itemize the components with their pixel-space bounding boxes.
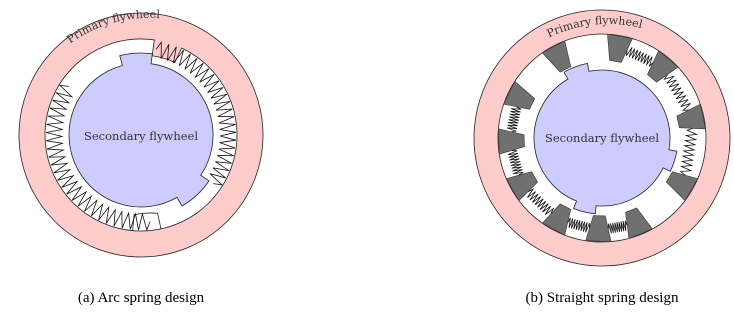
straight-spring xyxy=(663,74,691,112)
spring-seat xyxy=(541,203,572,236)
straight-spring xyxy=(567,217,590,233)
panel-straight-spring: Primary flywheel Secondary flywheel (b) … xyxy=(473,9,731,306)
arc-spring-right xyxy=(155,40,237,186)
seats-b xyxy=(498,33,706,242)
spring-seat xyxy=(647,50,679,83)
straight-spring xyxy=(506,106,522,133)
straight-spring xyxy=(679,128,699,176)
secondary-flywheel-label-a: Secondary flywheel xyxy=(84,129,198,143)
arc-spring-left xyxy=(45,84,151,232)
spring-seat xyxy=(541,40,572,73)
spring-seat xyxy=(607,33,633,63)
spring-seat xyxy=(585,215,612,242)
spring-seat xyxy=(625,207,653,239)
secondary-flywheel-label-b: Secondary flywheel xyxy=(545,131,659,145)
secondary-flywheel-b xyxy=(533,62,678,215)
straight-spring xyxy=(507,150,524,176)
secondary-flywheel-a xyxy=(68,52,214,208)
spring-seat xyxy=(666,171,699,202)
springs-b xyxy=(506,47,699,234)
straight-spring xyxy=(626,47,654,67)
caption-b: (b) Straight spring design xyxy=(526,290,679,306)
caption-a: (a) Arc spring design xyxy=(78,290,205,306)
spring-seat xyxy=(503,80,536,110)
spring-seat xyxy=(676,103,706,130)
straight-spring xyxy=(607,220,628,234)
panel-arc-spring: Primary flywheel Secondary flywheel (a) … xyxy=(18,8,264,306)
spring-seat xyxy=(498,128,525,155)
straight-spring xyxy=(527,188,555,215)
spring-seat xyxy=(505,171,538,202)
springs-a xyxy=(45,40,237,232)
